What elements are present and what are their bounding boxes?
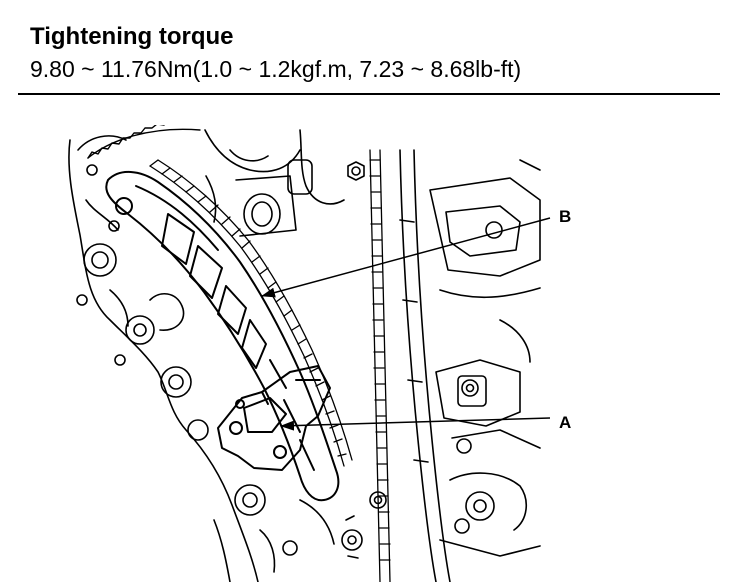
right-block-details — [429, 159, 541, 557]
callout-b-leader — [261, 217, 551, 298]
callout-arrows — [261, 217, 551, 431]
torque-spec: Tightening torque 9.80 ~ 11.76Nm(1.0 ~ 1… — [30, 22, 720, 84]
head-casting — [204, 129, 345, 237]
right-guide-rail — [399, 149, 451, 582]
chain-guide-b — [105, 171, 340, 502]
callout-b-label: B — [559, 207, 571, 226]
chain-tensioner-a — [217, 365, 331, 471]
lower-details — [213, 491, 387, 582]
spec-heading: Tightening torque — [30, 23, 234, 50]
timing-chain — [149, 159, 353, 467]
callout-a-leader — [280, 417, 551, 431]
top-bolt — [347, 161, 365, 181]
cam-sprocket — [87, 125, 201, 159]
header-divider — [18, 93, 720, 95]
engine-block-outline — [68, 135, 266, 582]
right-chain-run — [369, 149, 391, 582]
spec-value: 9.80 ~ 11.76Nm(1.0 ~ 1.2kgf.m, 7.23 ~ 8.… — [30, 56, 522, 82]
left-fasteners — [76, 164, 126, 366]
callout-a-label: A — [559, 413, 571, 432]
